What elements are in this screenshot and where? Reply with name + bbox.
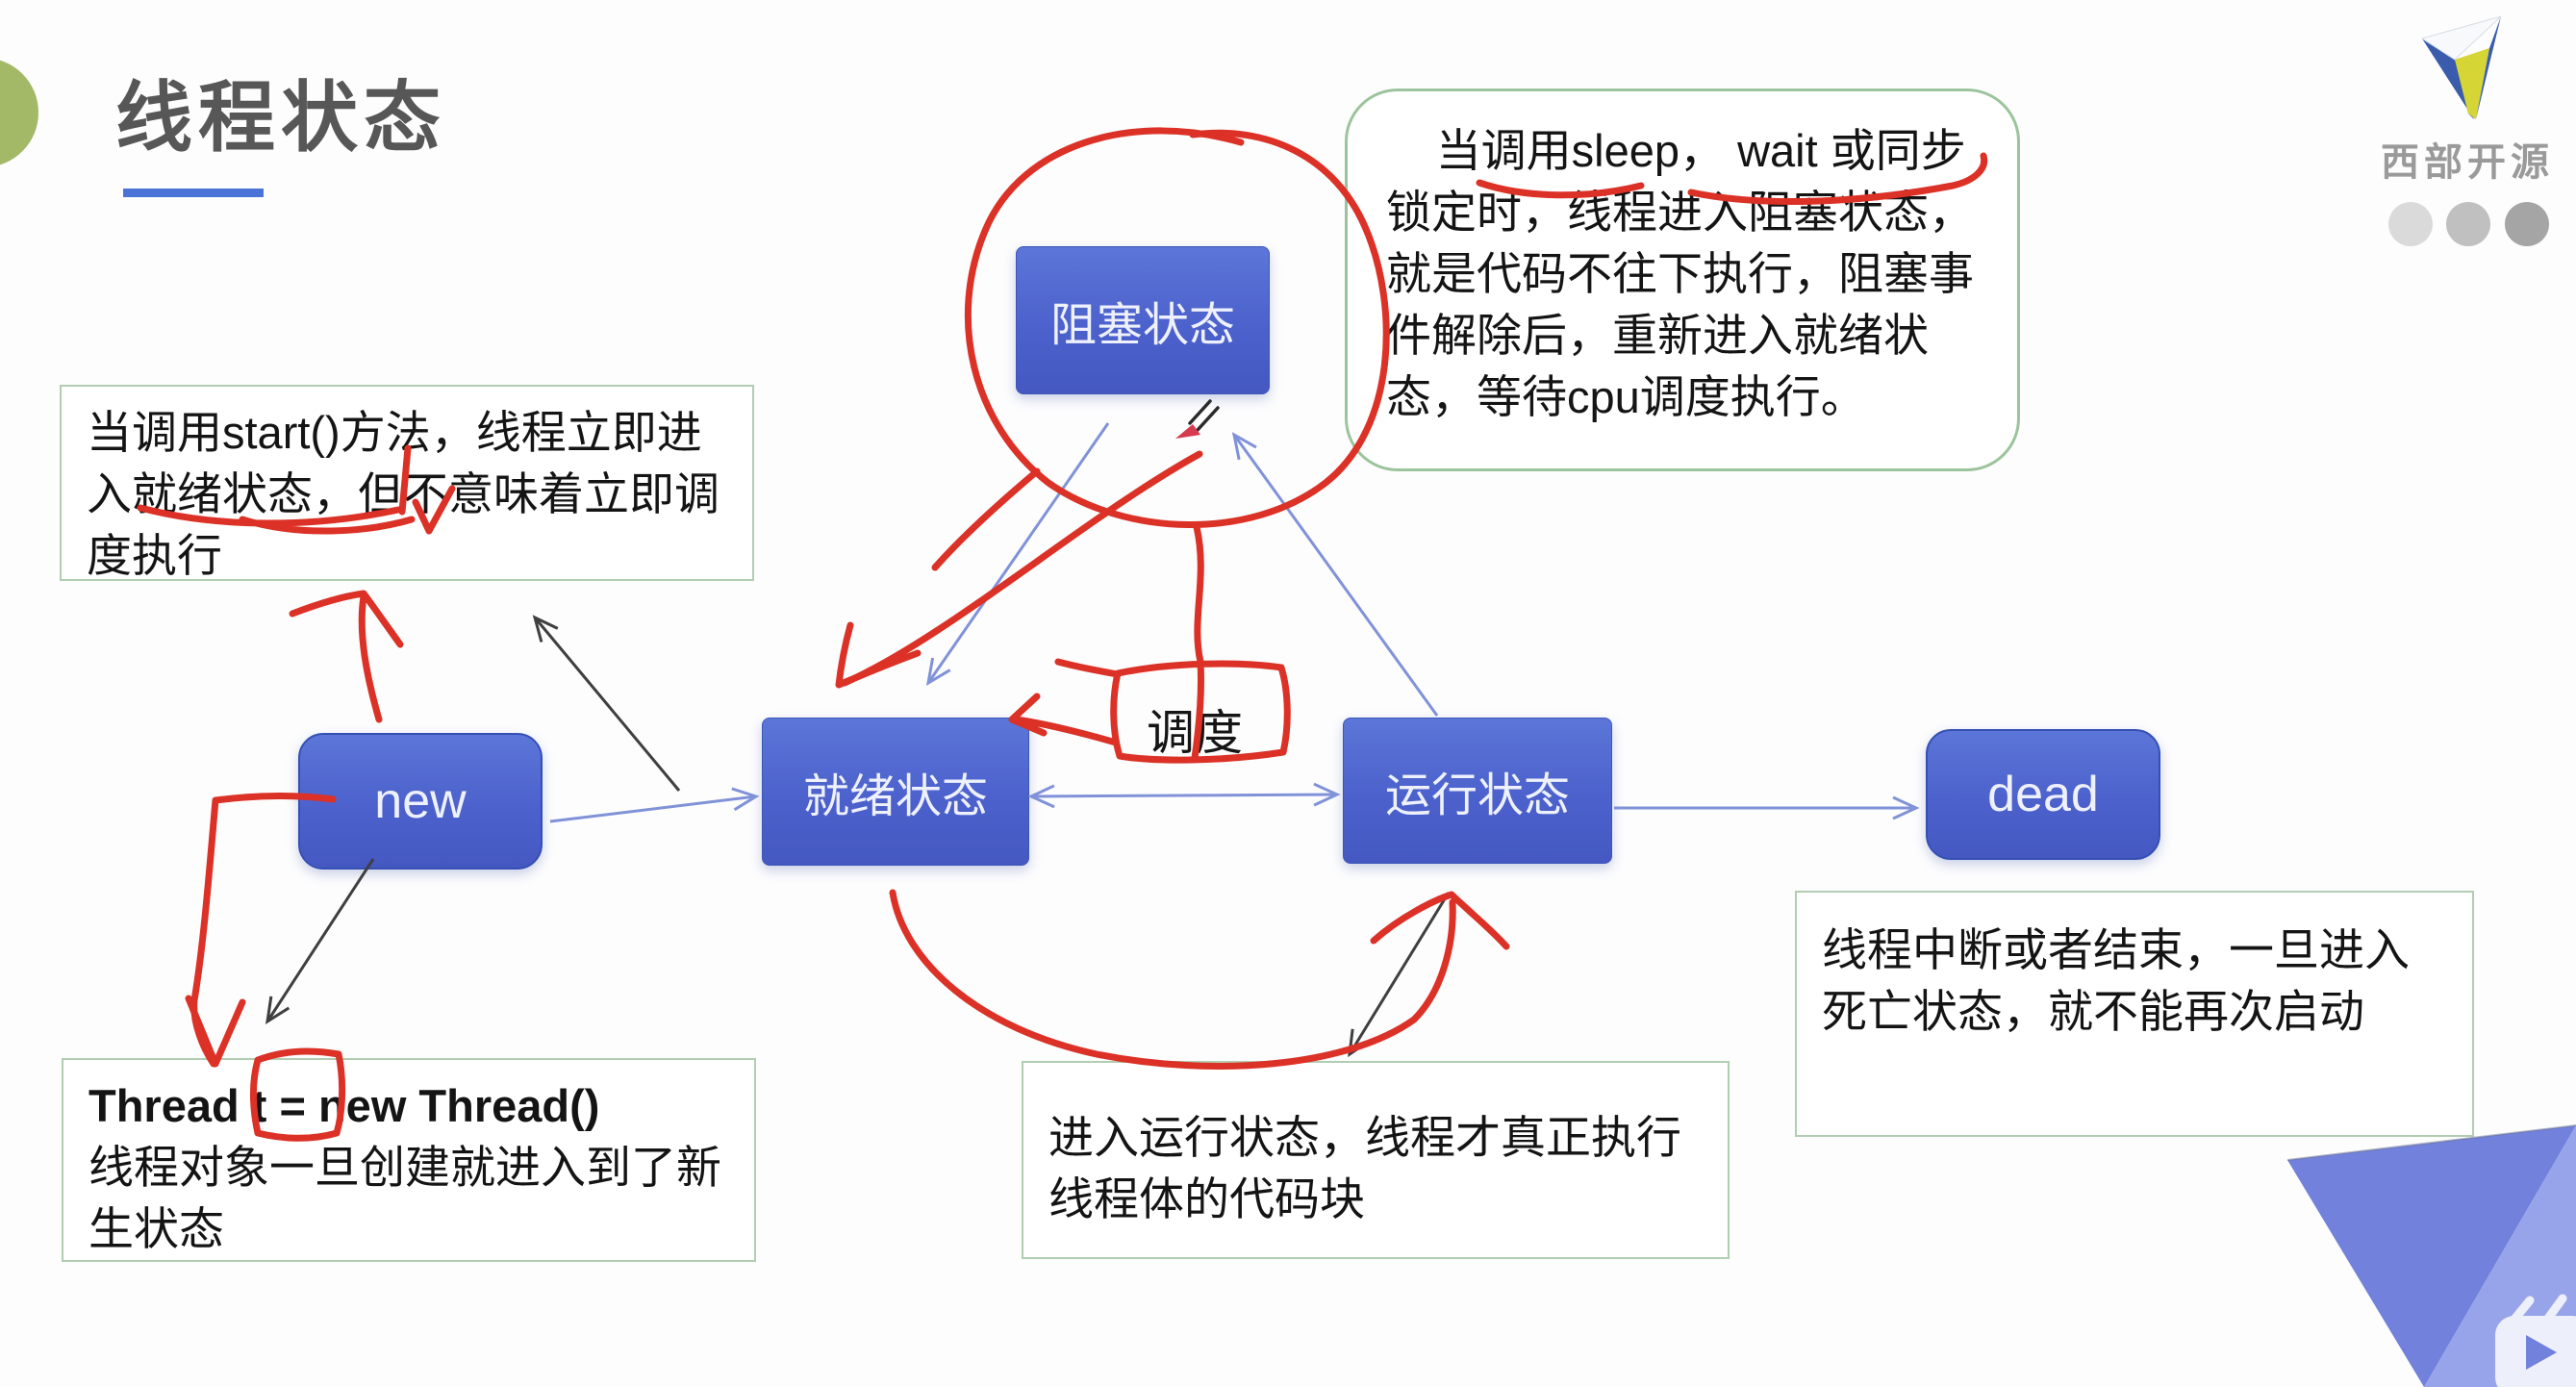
- arrow-running-to-running-note: [1348, 892, 1451, 1058]
- brand-dot-2: [2446, 202, 2490, 246]
- state-label-dead: dead: [1987, 767, 2099, 822]
- red-swoosh-ready-to-running: [889, 889, 1456, 1070]
- note-blocked-explanation: 当调用sleep， wait 或同步锁定时，线程进入阻塞状态，就是代码不往下执行…: [1345, 88, 2020, 471]
- arrow-new-to-new-note: [265, 858, 375, 1025]
- arrow-ready-running-bidirectional: [1027, 782, 1341, 809]
- red-hook-arrowhead: [185, 995, 246, 1068]
- state-label-running: 运行状态: [1384, 770, 1570, 821]
- arrow-ready-to-start-note: [532, 615, 681, 792]
- state-label-new: new: [374, 773, 467, 829]
- state-box-running: 运行状态: [1343, 718, 1612, 864]
- note-running-explanation: 进入运行状态，线程才真正执行线程体的代码块: [1022, 1061, 1730, 1259]
- state-box-blocked: 阻塞状态: [1016, 246, 1270, 394]
- page-title: 线程状态: [115, 75, 446, 161]
- scheduling-edge-label: 调度: [1147, 706, 1243, 760]
- arrow-running-to-blocked: [1231, 432, 1439, 717]
- red-arrow-blocked-to-ready: [841, 450, 1203, 687]
- arrow-new-to-ready: [549, 787, 760, 823]
- state-box-new: new: [298, 733, 543, 870]
- note-dead-explanation: 线程中断或者结束，一旦进入死亡状态，就不能再次启动: [1795, 891, 2474, 1137]
- red-swoosh-arrowhead: [1370, 891, 1510, 950]
- thread-code-line: Thread t = new Thread(): [88, 1080, 600, 1131]
- pen-cursor-icon: [1175, 399, 1220, 439]
- pyramid-logo-icon: [2420, 15, 2502, 119]
- red-circle-tail: [931, 467, 1041, 571]
- new-note-body: 线程对象一旦创建就进入到了新生状态: [88, 1141, 721, 1254]
- title-underline: [123, 189, 264, 197]
- note-new-explanation: Thread t = new Thread() 线程对象一旦创建就进入到了新生状…: [62, 1058, 756, 1262]
- red-arrow-new-to-start-note: [289, 590, 404, 723]
- state-box-ready: 就绪状态: [762, 718, 1029, 866]
- state-box-dead: dead: [1926, 729, 2160, 860]
- tv-play-icon: [2495, 1294, 2576, 1387]
- note-start-explanation: 当调用start()方法，线程立即进入就绪状态，但不意味着立即调度执行: [60, 385, 754, 581]
- brand-dot-3: [2505, 202, 2549, 246]
- red-arrow-blocked-to-ready-head: [835, 621, 922, 689]
- state-label-ready: 就绪状态: [802, 771, 988, 822]
- corner-watermark: [2286, 1124, 2576, 1387]
- state-label-blocked: 阻塞状态: [1049, 300, 1235, 351]
- brand-dot-1: [2388, 202, 2433, 246]
- arrow-blocked-to-ready: [925, 422, 1110, 686]
- olive-accent-circle: [0, 58, 38, 167]
- brand-name: 西部开源: [2381, 141, 2554, 184]
- brand-dots: [2388, 202, 2549, 246]
